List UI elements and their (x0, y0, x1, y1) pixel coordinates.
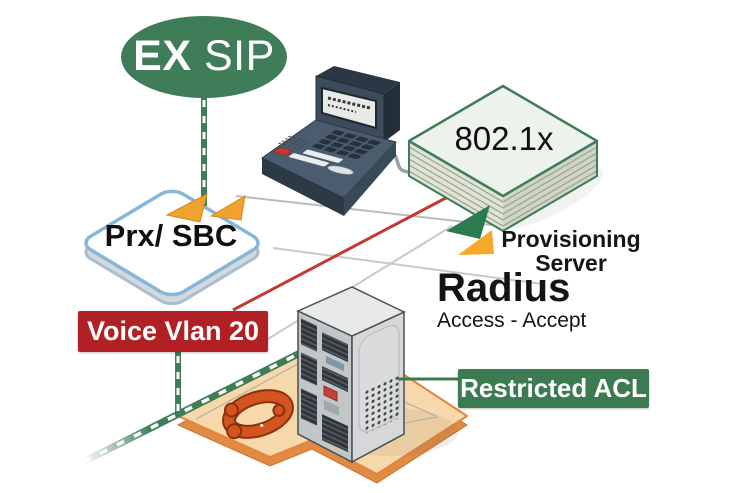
voice-vlan-banner: Voice Vlan 20 (78, 311, 268, 352)
radius-subtitle: Access - Accept (437, 309, 587, 332)
restricted-acl-banner: Restricted ACL (458, 369, 649, 408)
provisioning-server-line1: Provisioning (501, 226, 641, 252)
sip-service-label: EX SIP (118, 32, 290, 81)
sip-service-label-regular: SIP (191, 32, 275, 80)
sip-service-label-bold: EX (133, 32, 192, 80)
voice-vlan-red-line (232, 188, 462, 312)
sbc-label: Prx/ SBC (104, 218, 238, 253)
data-vlan-dashed-line (81, 344, 312, 466)
server-tower-icon (296, 286, 406, 464)
switch-stack-icon (407, 84, 604, 232)
radius-accept-line (262, 225, 453, 343)
arrow-green-accept-icon (446, 205, 490, 239)
radius-title: Radius (437, 266, 571, 310)
arrow-orange-provision-icon (458, 230, 494, 255)
sbc-node-icon (79, 187, 264, 307)
arrow-orange-right-icon (209, 195, 246, 221)
provisioning-server-line2: Server (535, 250, 607, 277)
provisioning-server-label: Provisioning Server (468, 227, 674, 275)
ip-phone-icon (261, 66, 428, 216)
sbc-link-line (272, 247, 544, 285)
sip-service-ellipse (121, 16, 287, 98)
provisioning-line (235, 195, 493, 226)
vendor-logo-icon (222, 389, 294, 440)
arrow-orange-left-icon (165, 193, 208, 223)
switch-label: 802.1x (454, 120, 554, 157)
